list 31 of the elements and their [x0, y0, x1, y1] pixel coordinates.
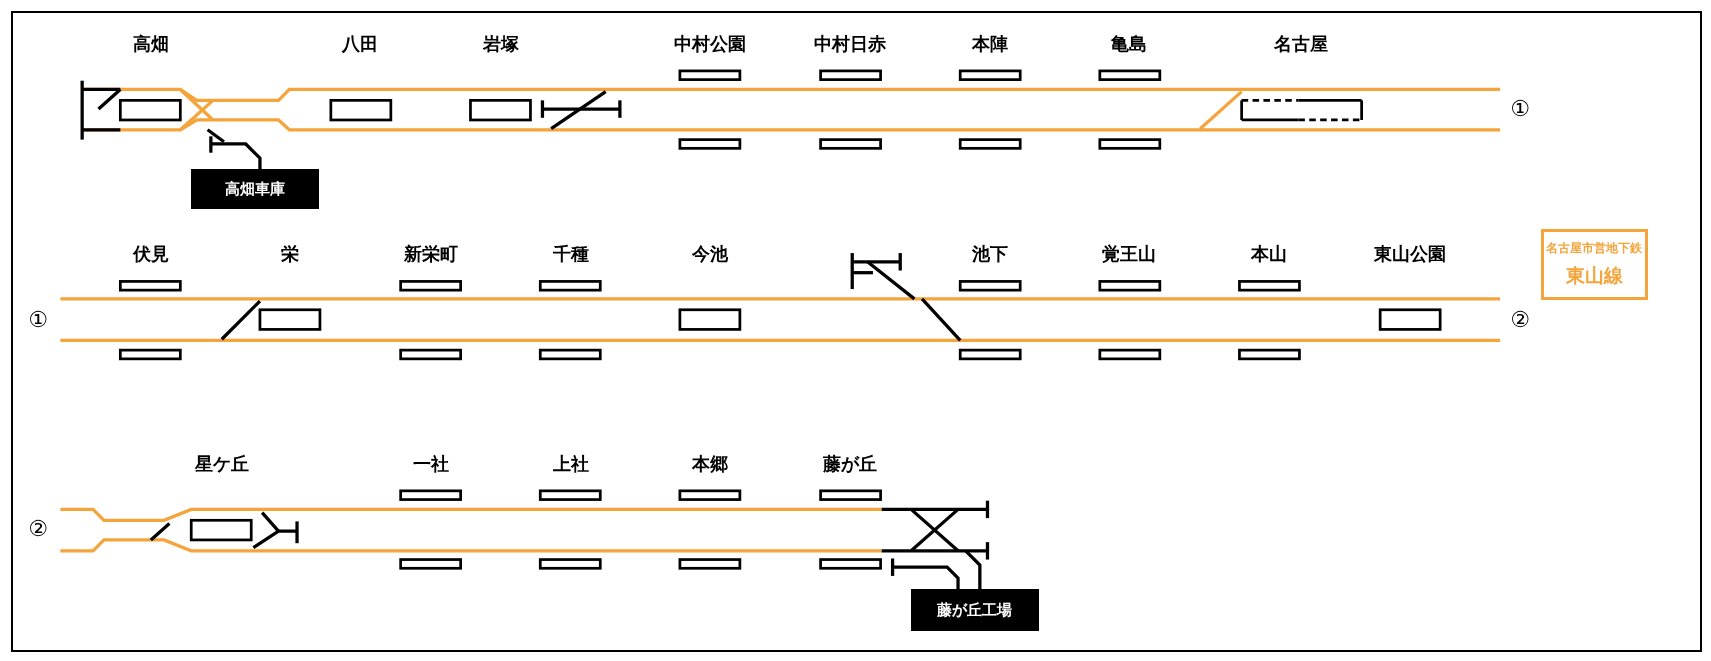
station-name: 名古屋 [1273, 34, 1328, 53]
station-name: 本山 [1251, 245, 1288, 264]
line-name: 東山線 [1565, 263, 1623, 289]
station-name: 新栄町 [404, 245, 458, 264]
continuation-mark: ① [28, 308, 49, 331]
station-name: 中村日赤 [814, 34, 887, 53]
station-name: 本陣 [971, 34, 1008, 53]
station-name: 八田 [342, 34, 379, 53]
station-name: 東山公園 [1373, 245, 1446, 264]
station-name: 岩塚 [482, 34, 519, 53]
continuation-mark: ② [1510, 308, 1530, 331]
station-name: 星ケ丘 [194, 454, 249, 473]
station-name: 藤が丘 [823, 454, 878, 473]
depot-label: 高畑車庫 [190, 169, 319, 210]
station-name: 一社 [413, 454, 449, 473]
station-name: 伏見 [132, 245, 169, 264]
depot-label: 藤が丘工場 [911, 589, 1039, 631]
station-name: 本郷 [692, 454, 729, 473]
station-name: 千種 [552, 245, 589, 264]
station-name: 亀島 [1111, 34, 1148, 53]
station-name: 池下 [971, 245, 1008, 264]
station-name: 中村公園 [674, 34, 747, 53]
station-name: 今池 [692, 245, 729, 264]
operator-name: 名古屋市営地下鉄 [1546, 240, 1643, 258]
continuation-mark: ① [1510, 98, 1530, 121]
line-name-panel [1540, 229, 1648, 301]
station-name: 上社 [552, 454, 589, 473]
station-name: 高畑 [132, 34, 169, 53]
station-name: 栄 [281, 245, 300, 264]
continuation-mark: ② [28, 518, 49, 541]
station-name: 覚王山 [1102, 245, 1157, 264]
